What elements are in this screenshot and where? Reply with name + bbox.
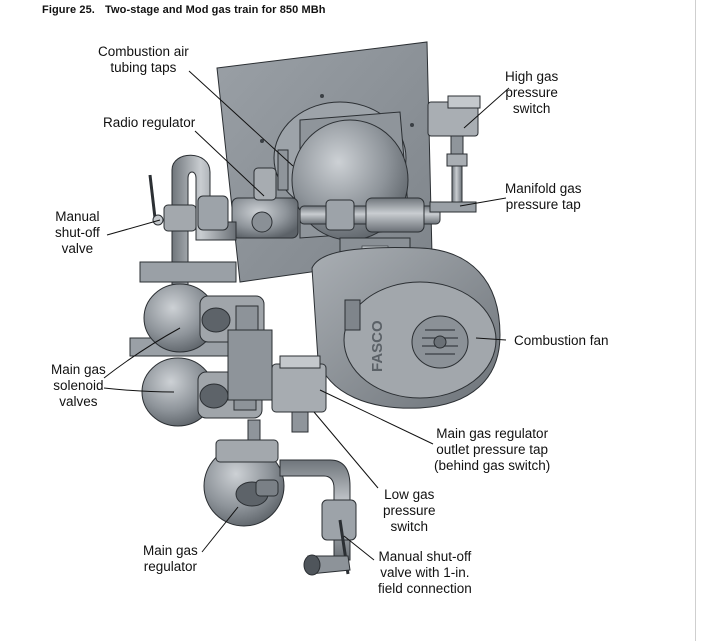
high-gas-pressure-switch-device bbox=[427, 95, 481, 213]
lower-pipe-elbow bbox=[279, 459, 357, 576]
main-gas-regulator-device bbox=[203, 439, 285, 527]
page-border bbox=[695, 0, 696, 641]
junction-box bbox=[227, 329, 273, 401]
label-radio-regulator: Radio regulator bbox=[103, 115, 196, 130]
label-combustion-fan: Combustion fan bbox=[514, 333, 609, 348]
fan-brand-text: FASCO bbox=[369, 320, 386, 372]
figure-title: Figure 25. Two-stage and Mod gas train fo… bbox=[42, 4, 326, 16]
leader-lines bbox=[103, 70, 510, 561]
figure-caption: Two-stage and Mod gas train for 850 MBh bbox=[104, 4, 326, 16]
combustion-fan: FASCO bbox=[311, 247, 501, 409]
low-gas-pressure-switch-device bbox=[247, 355, 327, 445]
figure-number: Figure 25. bbox=[42, 4, 95, 16]
manifold-pipe bbox=[299, 197, 441, 233]
